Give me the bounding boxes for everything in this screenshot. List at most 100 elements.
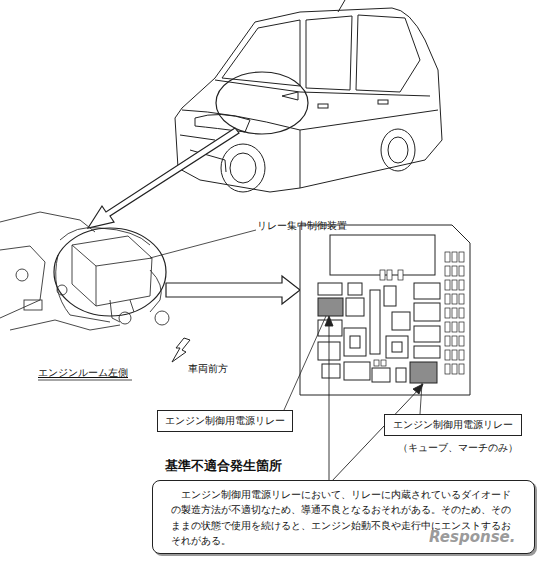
relay-control-unit (387, 270, 392, 280)
leader-line (284, 316, 326, 410)
car-drawing (182, 110, 300, 188)
relay-control-unit (445, 280, 450, 290)
pointer-arrow (325, 316, 333, 326)
note-heading: 基準不適合発生箇所 (165, 457, 282, 476)
relay-control-unit (322, 364, 340, 378)
engine-room-drawing (0, 246, 45, 318)
relay-control-unit (344, 362, 370, 380)
engine-room-drawing (150, 270, 161, 312)
pointer-arrow (88, 128, 239, 228)
leader-line (284, 316, 422, 414)
relay-control-unit (459, 280, 464, 290)
relay-control-unit (445, 294, 450, 304)
car-drawing (356, 15, 420, 92)
leader-line (150, 230, 256, 258)
relay-control-unit (445, 350, 450, 360)
relay-control-unit (445, 266, 450, 276)
car-drawing (300, 110, 438, 130)
relay-control-unit (300, 225, 470, 395)
relay-control-unit (410, 362, 437, 383)
relay-control-unit (414, 346, 440, 358)
relay-control-unit (396, 368, 406, 382)
relay-control-unit (459, 308, 464, 318)
engine-room-drawing (56, 255, 110, 322)
car-drawing (175, 8, 442, 192)
relay-control-unit (374, 360, 379, 366)
relay-control-unit (344, 328, 366, 356)
relay-control-unit (445, 308, 450, 318)
relay-control-unit (384, 286, 396, 306)
relay-control-unit (452, 294, 457, 304)
relay-control-unit (452, 322, 457, 332)
part-name: リレー集中制御装置 (257, 219, 347, 233)
relay-control-unit (374, 252, 464, 374)
relay-control-unit (452, 252, 457, 262)
relay-control-unit (348, 283, 362, 295)
relay-control-unit (372, 368, 390, 382)
relay-name: エンジン制御用電源リレー (393, 418, 513, 432)
relay-control-unit (459, 322, 464, 332)
relay-name: エンジン制御用電源リレー (165, 414, 285, 428)
car-drawing (282, 92, 298, 100)
relay-control-unit (380, 270, 385, 280)
car-drawing (195, 114, 250, 132)
car-drawing (230, 153, 256, 183)
focus-circle (216, 72, 308, 134)
car-drawing (381, 129, 415, 171)
relay-control-unit (459, 350, 464, 360)
relay-control-unit (459, 252, 464, 262)
relay-control-unit (350, 336, 360, 348)
relay-control-unit (318, 283, 342, 295)
engine-room-drawing (0, 212, 169, 330)
relay-control-unit (414, 326, 440, 342)
engine-room-drawing (96, 266, 97, 306)
relay-control-unit (452, 350, 457, 360)
relay-control-unit (318, 298, 343, 316)
relay-control-unit (398, 270, 403, 280)
watermark: Response. (429, 528, 515, 546)
underline (38, 380, 132, 381)
relay-control-unit (414, 303, 440, 321)
relay-control-unit (452, 266, 457, 276)
location-label: エンジンルーム左側 (38, 366, 128, 380)
pointer-arrow (329, 322, 330, 482)
car-drawing (175, 0, 442, 192)
car-drawing (215, 80, 430, 96)
relay-control-unit (459, 364, 464, 374)
relay-control-unit (346, 298, 364, 316)
direction-label: 車両前方 (188, 362, 228, 376)
relay-control-unit (452, 280, 457, 290)
relay-label-box: エンジン制御用電源リレー (157, 410, 293, 432)
relay-control-unit (452, 308, 457, 318)
engine-room-drawing (130, 300, 134, 312)
relay-control-unit (452, 364, 457, 374)
relay-control-unit (381, 360, 386, 366)
car-drawing (378, 100, 388, 104)
relay-control-unit (386, 336, 408, 358)
engine-room-drawing (110, 300, 120, 322)
relay-control-unit (392, 342, 402, 352)
relay-control-unit (445, 252, 450, 262)
pointer-arrow (325, 316, 423, 482)
focus-circle (54, 228, 166, 316)
relay-control-unit (330, 235, 435, 275)
car-drawing (388, 137, 408, 163)
relay-control-unit (392, 312, 410, 330)
relay-control-unit (445, 364, 450, 374)
engine-room-drawing (10, 320, 120, 330)
relay-control-unit (452, 336, 457, 346)
relay-control-unit (445, 336, 450, 346)
car-drawing (306, 16, 352, 90)
relay-control-unit (459, 336, 464, 346)
engine-room-drawing (72, 236, 152, 306)
relay-control-unit (370, 290, 380, 354)
relay-label-box: エンジン制御用電源リレー (384, 414, 522, 436)
engine-room-drawing (72, 245, 152, 266)
relay-control-unit (414, 283, 440, 299)
engine-room-drawing (16, 269, 28, 281)
engine-room-drawing (155, 311, 169, 325)
relay-control-unit (459, 294, 464, 304)
relay-control-unit (445, 322, 450, 332)
